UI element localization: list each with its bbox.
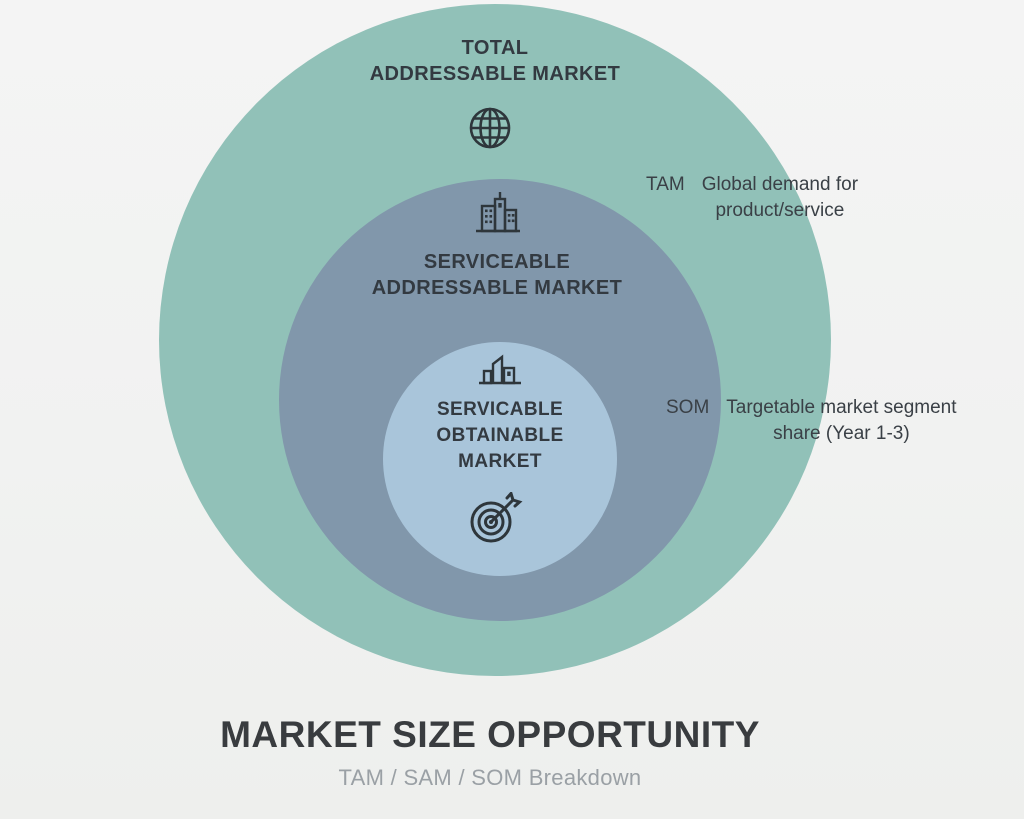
sam-ring-label: SERVICEABLE ADDRESSABLE MARKET — [247, 249, 747, 301]
som-annotation: SOM Targetable market segment share (Yea… — [666, 395, 957, 447]
tam-annotation: TAM Global demand for product/service — [646, 172, 858, 224]
footer: MARKET SIZE OPPORTUNITY TAM / SAM / SOM … — [0, 714, 980, 791]
skyline-icon — [477, 349, 523, 387]
som-ring — [383, 342, 617, 576]
page-title: MARKET SIZE OPPORTUNITY — [220, 714, 760, 755]
tam-annotation-label: TAM — [646, 174, 685, 195]
tam-label-line2: ADDRESSABLE MARKET — [369, 63, 621, 85]
som-label-line1: SERVICABLE — [436, 399, 564, 420]
tam-annotation-desc-line1: Global demand for — [701, 174, 859, 195]
sam-label-line1: SERVICEABLE — [423, 251, 571, 273]
tam-ring-label: TOTAL ADDRESSABLE MARKET — [245, 35, 745, 87]
som-label-line3: MARKET — [458, 451, 542, 472]
som-ring-label: SERVICABLE OBTAINABLE MARKET — [350, 397, 650, 475]
globe-icon — [466, 104, 514, 152]
tam-label-line1: TOTAL — [461, 37, 529, 59]
tam-annotation-desc: Global demand for product/service — [702, 172, 858, 224]
sam-label-line2: ADDRESSABLE MARKET — [371, 277, 623, 299]
page-subtitle: TAM / SAM / SOM Breakdown — [338, 765, 642, 790]
som-annotation-desc-line1: Targetable market segment — [726, 397, 957, 418]
tam-annotation-desc-line2: product/service — [715, 200, 845, 221]
som-annotation-desc-line2: share (Year 1-3) — [773, 423, 910, 444]
buildings-icon — [473, 189, 523, 235]
target-arrow-icon — [466, 492, 526, 552]
som-annotation-label: SOM — [666, 397, 710, 418]
som-annotation-desc: Targetable market segment share (Year 1-… — [726, 395, 956, 447]
som-label-line2: OBTAINABLE — [436, 425, 564, 446]
